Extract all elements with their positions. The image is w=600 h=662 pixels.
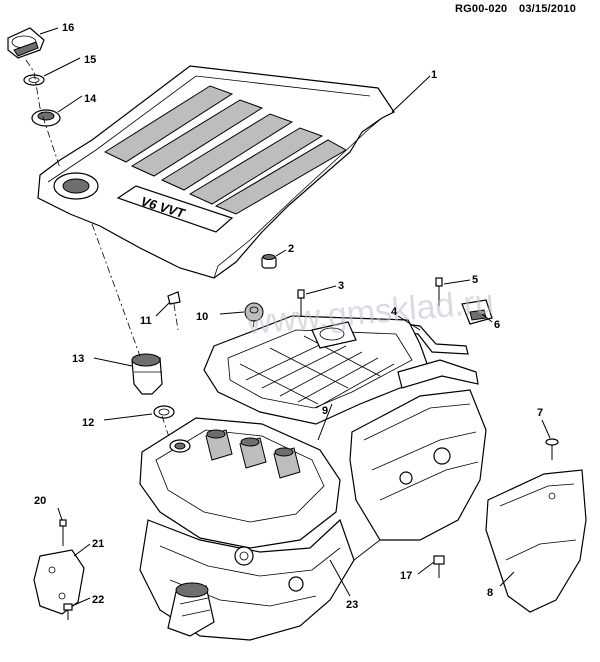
- bolt-17: [433, 555, 445, 578]
- callout-5: 5: [472, 274, 478, 286]
- callout-23: 23: [346, 599, 358, 611]
- clip-11: [167, 291, 181, 305]
- oil-fill-grommet: [31, 109, 61, 127]
- callout-15: 15: [84, 54, 96, 66]
- callout-8: 8: [487, 587, 493, 599]
- oil-filter: [167, 582, 215, 637]
- diagram-date: 03/15/2010: [519, 3, 577, 15]
- bolt-20: [59, 519, 67, 546]
- engine-assembly: [139, 315, 487, 641]
- callout-2: 2: [288, 243, 294, 255]
- oil-fill-tube: [131, 353, 163, 395]
- oil-cap-seal: [23, 74, 45, 86]
- callout-13: 13: [72, 353, 84, 365]
- callout-7: 7: [537, 407, 543, 419]
- bolt-5: [435, 277, 443, 306]
- callout-3: 3: [338, 280, 344, 292]
- callout-1: 1: [431, 69, 437, 81]
- callout-6: 6: [494, 319, 500, 331]
- callout-16: 16: [62, 22, 74, 34]
- callout-9: 9: [322, 405, 328, 417]
- grommet-10: [244, 302, 264, 322]
- sensor-connector: [461, 299, 493, 325]
- callout-20: 20: [34, 495, 46, 507]
- front-cover-shield: [485, 469, 587, 613]
- push-pin-retainer: [545, 438, 559, 460]
- leader-lines: [39, 27, 551, 607]
- callout-14: 14: [84, 93, 97, 105]
- diagram-code: RG00-020: [455, 3, 508, 15]
- callout-11: 11: [140, 315, 152, 327]
- engine-cover: V6 VVT: [37, 65, 395, 279]
- callout-4: 4: [391, 306, 398, 318]
- bolt-22: [63, 603, 73, 620]
- cover-grommet: [261, 254, 277, 269]
- callout-21: 21: [92, 538, 104, 550]
- callout-22: 22: [92, 594, 104, 606]
- callout-10: 10: [196, 311, 208, 323]
- callout-labels: 1 2 3 4 5 6 7 8 9 10 11 12 13 14 15 16 1…: [34, 22, 543, 611]
- callout-17: 17: [400, 570, 412, 582]
- oil-tube-seal: [153, 405, 175, 419]
- callout-12: 12: [82, 417, 94, 429]
- oil-fill-cap: [7, 27, 45, 59]
